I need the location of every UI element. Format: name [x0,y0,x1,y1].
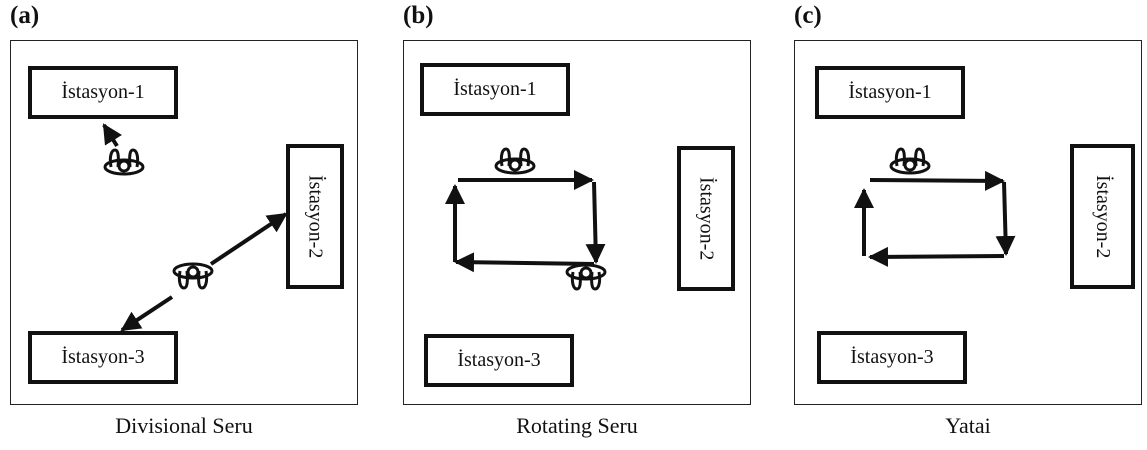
panel-b-arrow-right [585,181,606,264]
panel-c-station-1: İstasyon-1 [815,66,965,119]
panel-c-arrow-bottom [868,246,1005,267]
panel-b-station-2: İstasyon-2 [677,146,735,291]
panel-a-arrow-to-station-2 [209,212,288,266]
panel-b-station-3: İstasyon-3 [424,334,574,387]
panel-c-station-1-label: İstasyon-1 [848,81,932,103]
panel-b-worker-icon-1 [494,147,536,175]
panel-a-worker-icon-1 [103,148,145,176]
panel-b-station-3-label: İstasyon-3 [457,349,541,371]
panel-c-station-2: İstasyon-2 [1070,144,1135,289]
panel-a-arrow-to-station-1 [102,123,122,148]
panel-a-label: (a) [10,2,40,29]
panel-b-caption: Rotating Seru [516,413,638,438]
panel-a-station-3-label: İstasyon-3 [61,346,145,368]
panel-c-frame: İstasyon-1 İstasyon-2 İstasyon-3 [794,40,1142,405]
panel-a-caption: Divisional Seru [115,413,253,438]
panel-c-arrow-right [995,181,1016,256]
panel-b-label: (b) [403,2,434,29]
panel-c-arrow-top [869,170,1005,191]
panel-a-station-1: İstasyon-1 [28,66,178,119]
panel-a-station-3: İstasyon-3 [28,331,178,384]
panel-b-station-2-label: İstasyon-2 [695,176,718,261]
panel-b-station-1-label: İstasyon-1 [453,78,537,100]
panel-c-caption: Yatai [945,413,991,438]
panel-a-station-2: İstasyon-2 [286,144,344,289]
panel-c-station-3-label: İstasyon-3 [850,346,934,368]
panel-b-frame: İstasyon-1 İstasyon-2 İstasyon-3 [403,40,751,405]
panel-a-frame: İstasyon-1 İstasyon-2 İstasyon-3 [10,40,358,405]
panel-a-arrow-to-station-3 [120,295,174,332]
panel-a-station-1-label: İstasyon-1 [61,81,145,103]
panel-a-station-2-label: İstasyon-2 [304,174,327,259]
panel-b-arrow-bottom [454,252,595,273]
panel-b-worker-icon-2 [565,263,607,291]
panel-c-worker-icon [889,147,931,175]
panel-c-label: (c) [794,2,822,29]
panel-b-station-1: İstasyon-1 [420,63,570,116]
panel-a-worker-icon-2 [172,262,214,290]
panel-c-station-2-label: İstasyon-2 [1092,174,1114,259]
panel-c-station-3: İstasyon-3 [817,331,967,384]
